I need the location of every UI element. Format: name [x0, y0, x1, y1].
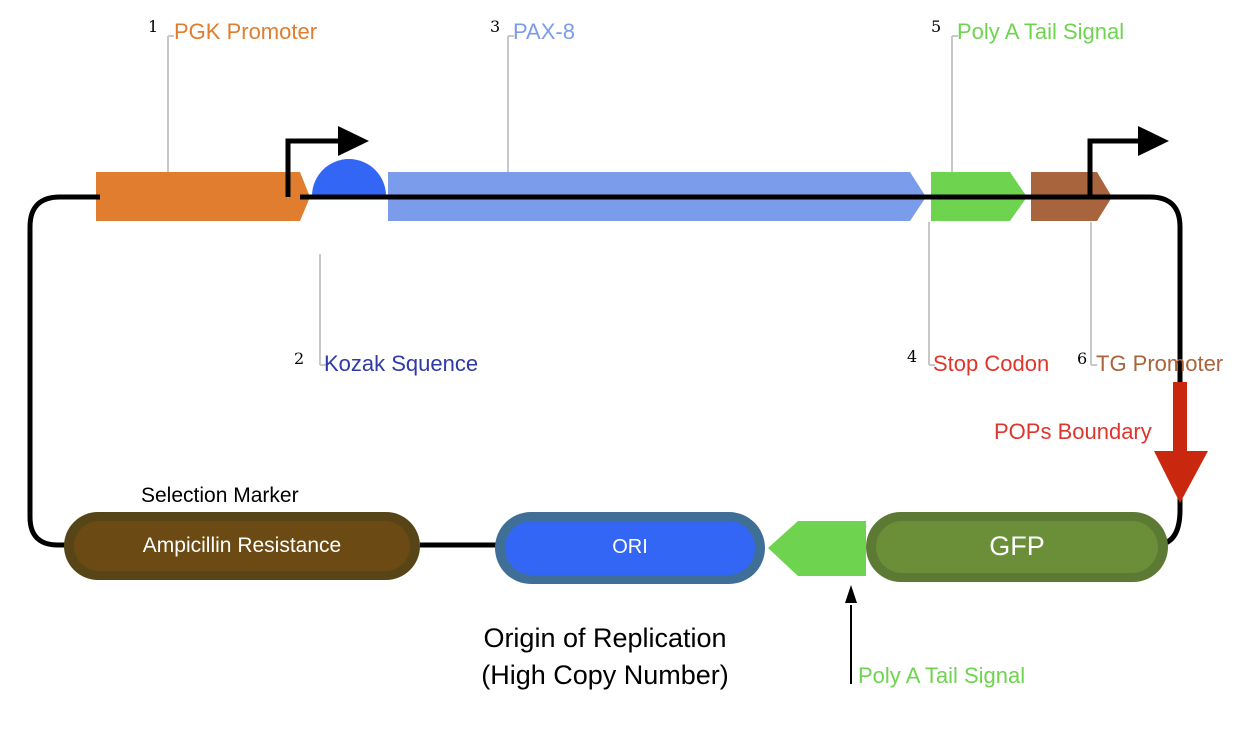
- pax8-label: PAX-8: [513, 19, 575, 44]
- ampicillin-resistance-part: [74, 521, 410, 571]
- poly-a-lower-part: [768, 521, 866, 576]
- ori-label: ORI: [612, 536, 648, 558]
- kozak-sequence-label: Kozak Squence: [324, 351, 479, 376]
- ori-caption: Origin of Replication (High Copy Number): [430, 620, 780, 694]
- plasmid-backbone: [27, 194, 1183, 548]
- gfp-label: GFP: [989, 531, 1045, 561]
- pops-boundary-arrow-shaft: [1173, 382, 1187, 454]
- part-number-5: 5: [931, 17, 942, 36]
- pgk-promoter-part: [96, 172, 310, 221]
- poly-a-tail-signal-label: Poly A Tail Signal: [957, 19, 1125, 44]
- part-number-4: 4: [907, 347, 918, 366]
- tg-promoter-label: TG Promoter: [1096, 351, 1224, 376]
- stop-codon-label: Stop Codon: [933, 351, 1050, 376]
- part-number-1: 1: [148, 17, 159, 36]
- pops-boundary-arrow-head: [1154, 451, 1208, 503]
- ampicillin-resistance-label: Ampicillin Resistance: [142, 534, 342, 557]
- ori-caption-line-2: (High Copy Number): [481, 660, 729, 690]
- pgk-promoter-arrow: [285, 138, 340, 197]
- tg-promoter-arrow: [1087, 138, 1140, 197]
- ori-caption-line-1: Origin of Replication: [483, 623, 727, 653]
- part-number-3: 3: [490, 17, 501, 36]
- ori-part: [505, 521, 755, 575]
- part-number-6: 6: [1077, 349, 1088, 368]
- gfp-part: [876, 521, 1158, 573]
- pops-boundary-label: POPs Boundary: [994, 419, 1152, 444]
- kozak-sequence-part: [312, 159, 386, 196]
- poly-a-lower-arrow-head: [845, 585, 857, 603]
- pgk-promoter-label: PGK Promoter: [174, 19, 318, 44]
- poly-a-lower-label: Poly A Tail Signal: [858, 663, 1026, 688]
- part-number-2: 2: [294, 349, 305, 368]
- selection-marker-caption: Selection Marker: [141, 484, 299, 507]
